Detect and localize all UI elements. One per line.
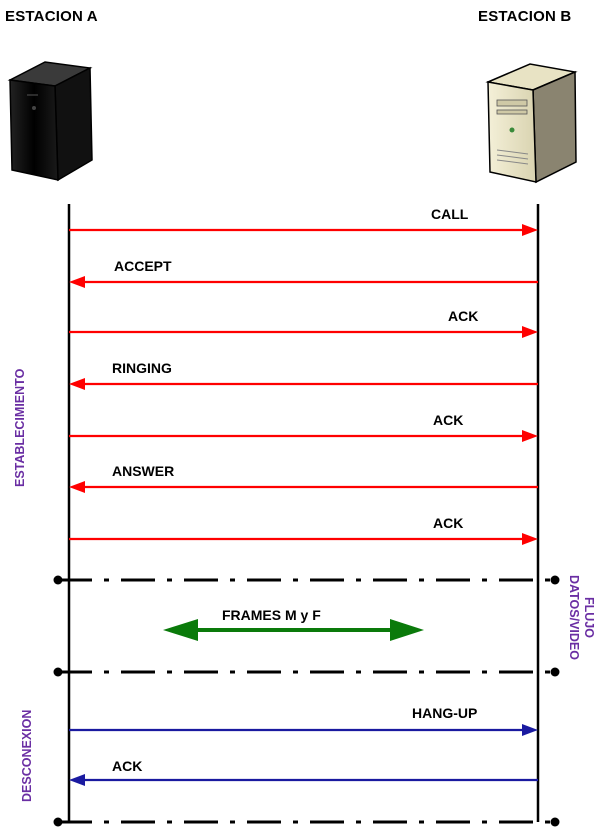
message-label: ACK — [433, 515, 464, 531]
message-arrow — [69, 378, 538, 390]
message-label: CALL — [431, 206, 469, 222]
message-arrow — [69, 724, 538, 736]
message-label: ACK — [433, 412, 464, 428]
arrowhead — [69, 481, 85, 493]
separator-line — [53, 817, 560, 827]
phase-flujo-line1: FLUJO — [582, 596, 596, 638]
server-tower-black-icon — [7, 61, 93, 182]
arrowhead — [69, 378, 85, 390]
arrowhead — [522, 224, 538, 236]
message-arrow — [69, 326, 538, 338]
message-arrow — [69, 533, 538, 545]
separator-line — [53, 667, 560, 677]
message-label: ACCEPT — [114, 258, 172, 274]
server-tower-beige-icon — [485, 63, 578, 184]
message-label: ACK — [112, 758, 143, 774]
message-label: RINGING — [112, 360, 172, 376]
arrowhead — [522, 533, 538, 545]
message-arrow — [69, 224, 538, 236]
message-label: ANSWER — [112, 463, 175, 479]
phase-flujo-line2: DATOS/VIDEO — [567, 575, 581, 660]
message-arrow — [69, 276, 538, 288]
station-b-label: ESTACION B — [478, 8, 572, 25]
station-a-label: ESTACION A — [5, 8, 98, 25]
phase-flujo-label: FLUJO DATOS/VIDEO — [566, 575, 596, 660]
message-arrow — [69, 774, 538, 786]
phase-establecimiento-label: ESTABLECIMIENTO — [13, 368, 27, 487]
phase-desconexion-label: DESCONEXION — [20, 709, 34, 802]
message-arrow — [69, 481, 538, 493]
separator-line — [53, 575, 560, 585]
arrowhead — [69, 774, 85, 786]
frames-label: FRAMES M y F — [222, 607, 321, 623]
message-label: ACK — [448, 308, 479, 324]
arrowhead — [522, 430, 538, 442]
message-arrows — [69, 224, 538, 786]
message-label: HANG-UP — [412, 705, 478, 721]
frames-double-arrow — [163, 619, 424, 641]
arrowhead — [69, 276, 85, 288]
message-arrow — [69, 430, 538, 442]
arrowhead — [522, 724, 538, 736]
arrowhead — [522, 326, 538, 338]
